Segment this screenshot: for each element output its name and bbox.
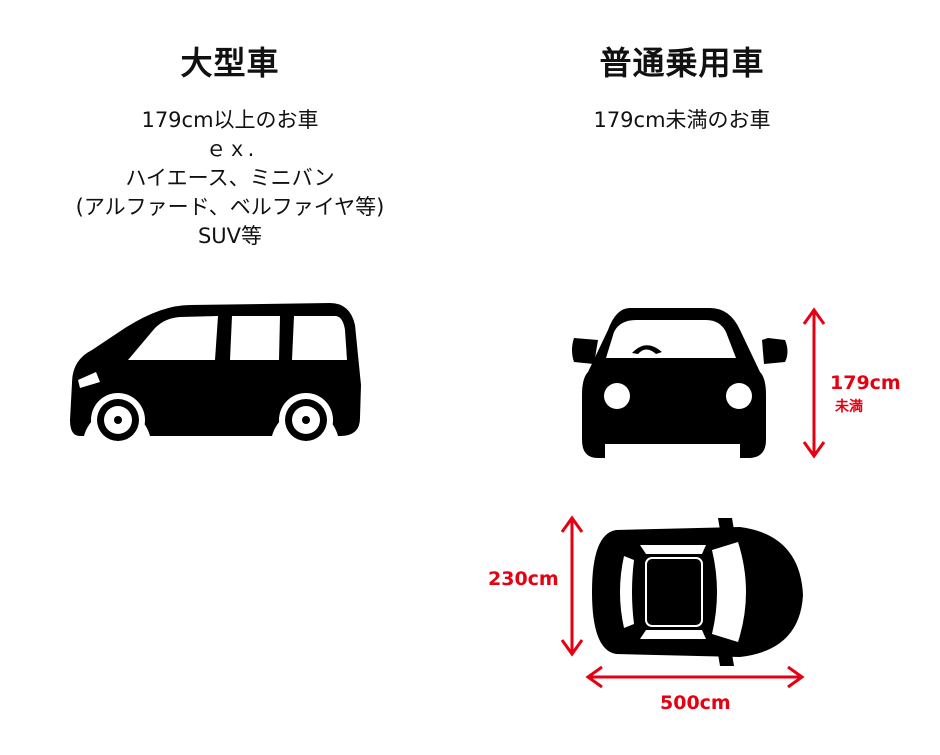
large-desc-line-4: (アルファード、ベルファイヤ等)	[75, 195, 385, 219]
large-vehicle-description: 179cm以上のお車 ｅｘ. ハイエース、ミニバン (アルファード、ベルファイヤ…	[20, 106, 440, 251]
large-desc-line-3: ハイエース、ミニバン	[125, 166, 335, 190]
regular-desc-line-1: 179cm未満のお車	[593, 108, 771, 132]
height-note-label: 未満	[835, 399, 863, 415]
height-value-label: 179cm	[830, 372, 901, 394]
width-value-label: 230cm	[488, 568, 559, 590]
large-desc-line-5: SUV等	[197, 224, 263, 248]
large-desc-line-2: ｅｘ.	[205, 137, 255, 161]
large-vehicle-title: 大型車	[180, 44, 280, 82]
regular-vehicle-description: 179cm未満のお車	[472, 106, 892, 135]
regular-vehicle-title: 普通乗用車	[599, 44, 765, 82]
large-desc-line-1: 179cm以上のお車	[141, 108, 319, 132]
length-value-label: 500cm	[660, 692, 731, 714]
